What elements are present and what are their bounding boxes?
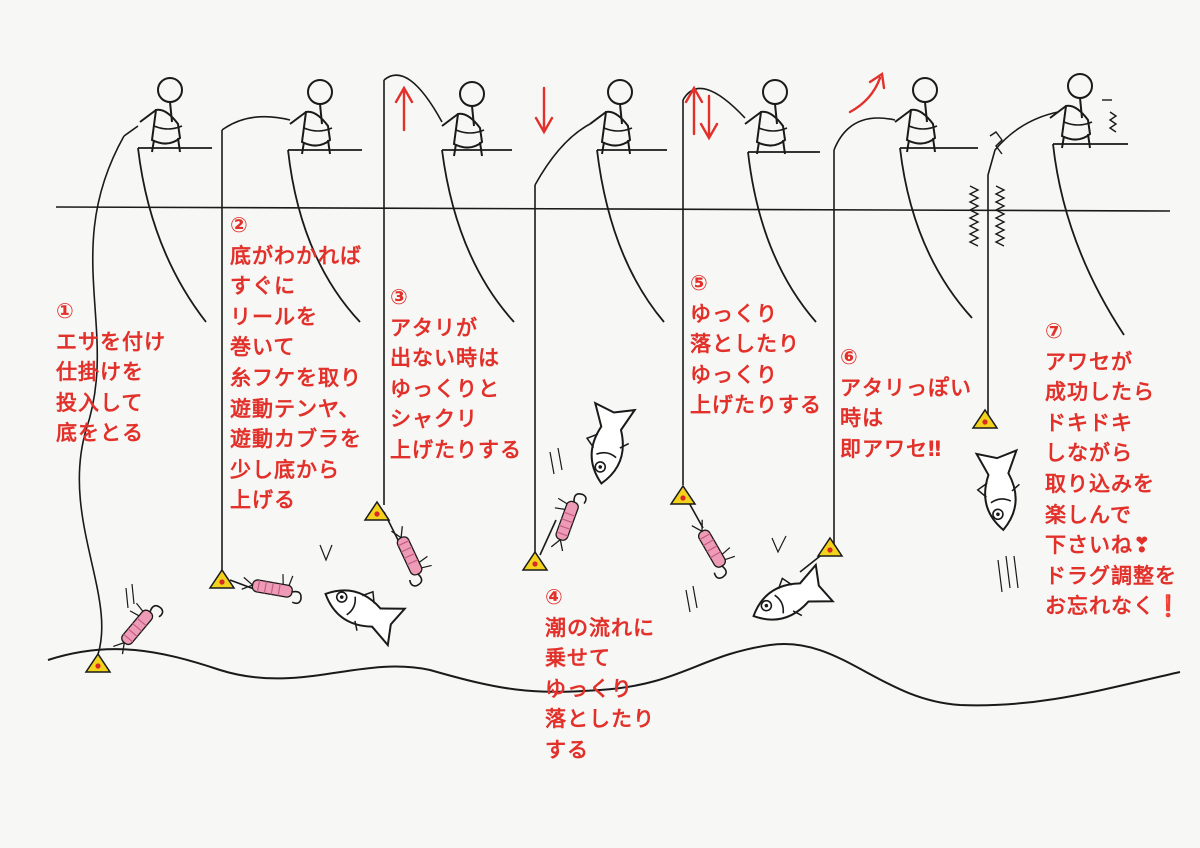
note-line: 巻いて (230, 335, 296, 360)
note-line: 遊動テンヤ、 (230, 396, 361, 421)
note-line: ゆっくり (545, 676, 633, 701)
step-number: ② (230, 213, 249, 237)
note-line: 楽しんで (1045, 502, 1132, 527)
step-7-note: ⑦ アワセが 成功したら ドキドキ しながら 取り込みを 楽しんで 下さいね❣ … (1045, 316, 1182, 622)
note-line: 上げる (230, 488, 296, 513)
note-line: 仕掛けを (56, 360, 144, 385)
step-5-note: ⑤ ゆっくり 落としたり ゆっくり 上げたりする (690, 268, 822, 421)
note-line: ゆっくり (690, 301, 778, 326)
note-line: 底をとる (56, 421, 144, 446)
step-number: ③ (390, 285, 409, 309)
note-line: 糸フケを取り (230, 365, 362, 390)
note-line: 底がわかれば (230, 243, 362, 268)
note-line: リールを (230, 304, 318, 329)
step-4-note: ④ 潮の流れに 乗せて ゆっくり 落としたり する (545, 582, 655, 766)
note-line: アタリっぽい (840, 375, 972, 400)
note-line: 出ない時は (390, 346, 500, 371)
note-line: アタリが (390, 315, 478, 340)
note-line: 潮の流れに (545, 615, 655, 640)
note-line: ゆっくり (690, 362, 778, 387)
note-line: 時は (840, 406, 884, 431)
note-line: 落としたり (545, 707, 655, 732)
step-number: ⑤ (690, 271, 709, 295)
note-line: エサを付け (56, 329, 166, 354)
note-line: 上げたりする (690, 393, 822, 418)
note-line: 上げたりする (390, 437, 522, 462)
note-line: 乗せて (545, 646, 611, 671)
step-number: ⑥ (840, 345, 859, 369)
note-line: アワセが (1045, 349, 1133, 374)
step-2-note: ② 底がわかれば すぐに リールを 巻いて 糸フケを取り 遊動テンヤ、 遊動カブ… (230, 210, 362, 516)
note-line: 取り込みを (1045, 471, 1155, 496)
note-line: シャクリ (390, 407, 478, 432)
note-line: 投入して (56, 390, 144, 415)
note-line: しながら (1045, 441, 1133, 466)
step-number: ④ (545, 585, 564, 609)
note-line: ドラグ調整を (1045, 563, 1177, 588)
note-line: 即アワセ‼ (840, 436, 943, 461)
step-3-note: ③ アタリが 出ない時は ゆっくりと シャクリ 上げたりする (390, 282, 522, 466)
note-line: ゆっくりと (390, 376, 500, 401)
note-line: する (545, 737, 589, 762)
step-6-note: ⑥ アタリっぽい 時は 即アワセ‼ (840, 342, 972, 464)
note-line: お忘れなく❗ (1045, 594, 1183, 619)
step-number: ⑦ (1045, 319, 1064, 343)
note-line: 成功したら (1045, 380, 1155, 405)
step-1-note: ① エサを付け 仕掛けを 投入して 底をとる (56, 296, 166, 449)
note-line: すぐに (230, 274, 296, 299)
note-line: 少し底から (230, 457, 340, 482)
note-line: 落としたり (690, 332, 800, 357)
note-line: 遊動カブラを (230, 427, 362, 452)
step-number: ① (56, 299, 75, 323)
note-line: ドキドキ (1045, 410, 1133, 435)
note-line: 下さいね❣ (1045, 533, 1152, 558)
